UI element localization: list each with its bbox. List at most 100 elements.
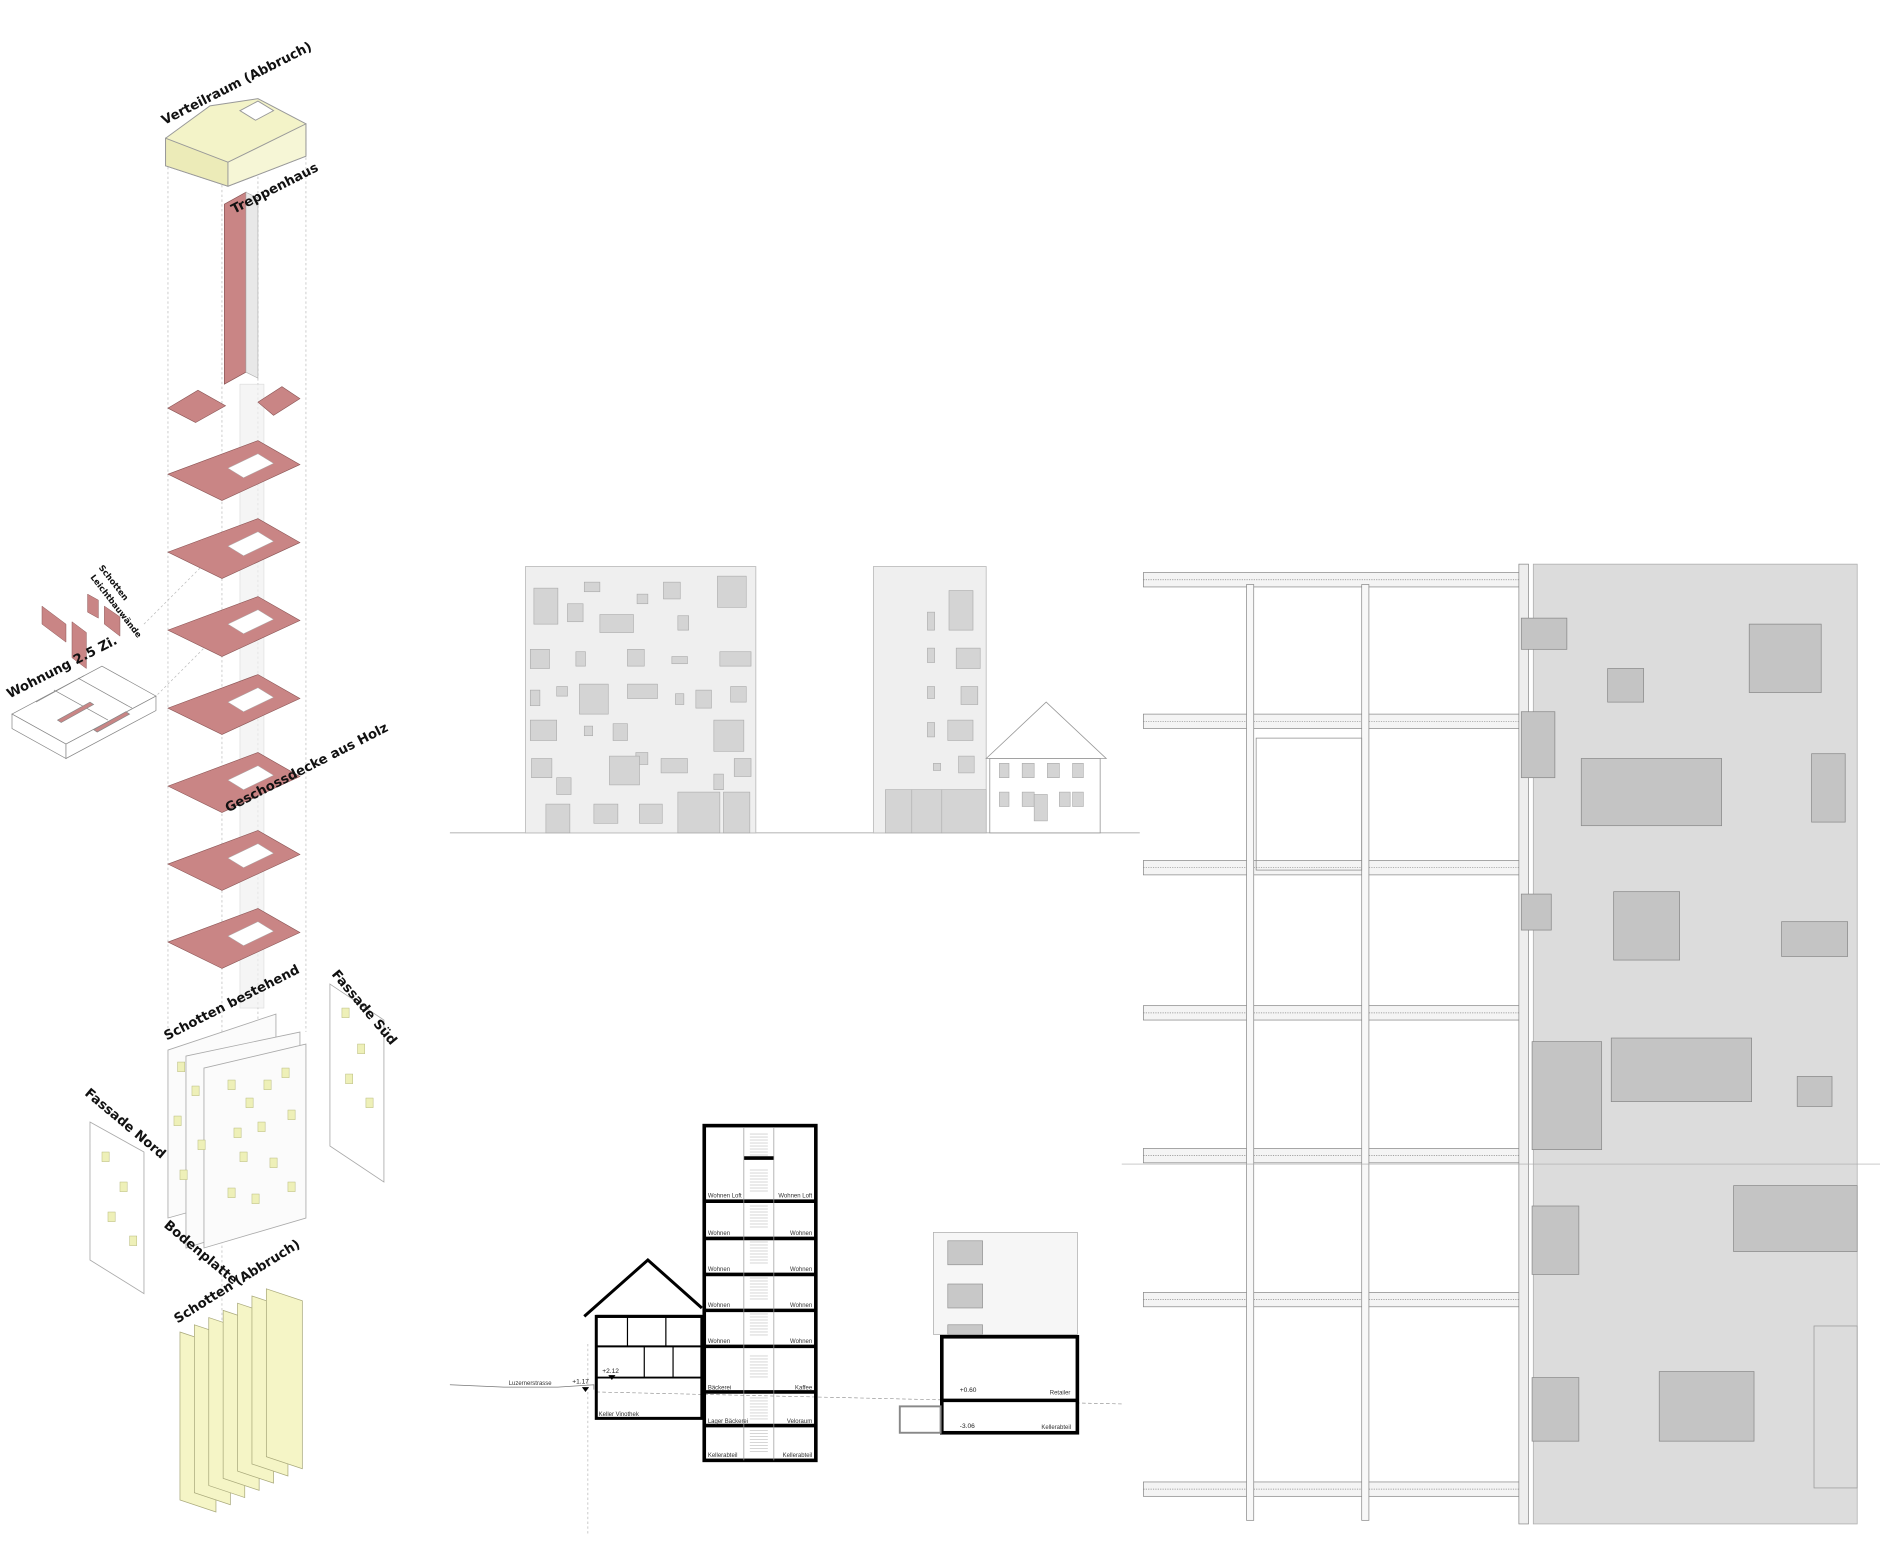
elevation-window [529, 649, 550, 669]
elevation-window [545, 803, 571, 834]
schotten-panel [265, 1288, 303, 1470]
elevation-window [556, 686, 568, 697]
elevation-window [713, 773, 724, 790]
section-neighbour: +0.60 Retailer -3.06 Kellerabteil [898, 1232, 1080, 1435]
elevation-window [531, 758, 553, 779]
facade-window [227, 1079, 236, 1090]
elevation-window [1059, 791, 1071, 807]
facade-window [245, 1097, 254, 1108]
elevation-window [567, 603, 584, 623]
room-label: Wohnen [708, 1339, 730, 1345]
level-house: +2.12 [602, 1368, 619, 1375]
elevation-window [695, 689, 712, 709]
elevation-window [719, 651, 752, 667]
slab-opening [227, 609, 275, 635]
facade-window [227, 1187, 236, 1198]
elevation-window [955, 647, 981, 669]
room-kellerabteil-neighbour: Kellerabteil [1041, 1425, 1071, 1431]
room-keller-vinothek: Keller Vinothek [599, 1412, 639, 1418]
room-label: Kellerabteil [783, 1453, 813, 1459]
room-label: Veloraum [787, 1419, 812, 1425]
facade-window [1658, 1371, 1755, 1442]
schotten-abbruch-panels [179, 1288, 303, 1513]
floor-slab [167, 389, 227, 423]
room-retailer: Retailer [1050, 1390, 1071, 1396]
floor-slabs [167, 386, 301, 969]
elevation-window [885, 789, 913, 834]
elevation-window [677, 791, 721, 834]
facade-window [1811, 753, 1846, 823]
room-label: Wohnen [790, 1339, 812, 1345]
facade-window [179, 1169, 188, 1180]
elevation-window [583, 725, 593, 737]
elevation-window [713, 719, 745, 752]
facade-window [1748, 623, 1822, 693]
level-neighbour-cellar: -3.06 [960, 1423, 975, 1430]
facade-window [1520, 617, 1568, 650]
entrance-door [1813, 1325, 1858, 1489]
facade-window [233, 1127, 242, 1138]
facade-window [1607, 668, 1645, 703]
elevation-window [1021, 763, 1035, 779]
elevation-window [999, 791, 1010, 807]
facade-window [177, 1061, 186, 1072]
slab-opening [227, 531, 275, 557]
room-label: Wohnen Loft [778, 1194, 812, 1200]
elevation-window [675, 693, 685, 705]
room-label: Wohnen [790, 1303, 812, 1309]
elevation-window [723, 791, 751, 834]
elevation-window [663, 581, 681, 600]
facade-window [1796, 1076, 1833, 1107]
verteilraum-volume [165, 98, 307, 187]
fassade-nord [89, 1121, 145, 1295]
elevation-window [579, 683, 609, 715]
facade-window [129, 1235, 138, 1246]
elevation-window [599, 614, 634, 633]
tower-outline [702, 1123, 818, 1463]
facade-window [1531, 1205, 1580, 1275]
elevation-window [609, 755, 640, 786]
elevation-window [927, 722, 935, 738]
facade-window [345, 1073, 353, 1084]
elevation-window [947, 719, 974, 741]
facade-window [119, 1181, 128, 1192]
schotten-leichtbauwaende [41, 593, 121, 670]
section-old-house [583, 1257, 704, 1420]
room-label: Bäckerei [708, 1386, 731, 1392]
elevation-window [730, 686, 747, 703]
room-label: Wohnen [708, 1267, 730, 1273]
facade-detail-section [1121, 563, 1880, 1525]
elevation-window [671, 656, 688, 665]
elevation-window [533, 587, 559, 625]
elevation-window [529, 689, 541, 707]
elevation-window [639, 803, 663, 824]
facade-window [357, 1043, 365, 1054]
exploded-axonometry: Verteilraum (Abbruch) Treppenhaus Gescho… [5, 40, 399, 1513]
facade-window [1580, 758, 1722, 827]
elevation-window [1047, 763, 1060, 779]
facade-window [1733, 1185, 1858, 1252]
timber-column [1361, 584, 1370, 1521]
elevation-window [583, 581, 601, 593]
elevation-window [1072, 791, 1084, 807]
elevation-window [593, 803, 619, 824]
facade-window [1531, 1377, 1580, 1442]
elevation-window [636, 593, 649, 605]
facade-window [263, 1079, 272, 1090]
facade-layer [1518, 563, 1529, 1525]
level-neighbour-ground: +0.60 [960, 1387, 977, 1394]
elevation-window [575, 651, 586, 667]
elevation-window [999, 763, 1010, 779]
elevation-window [933, 763, 941, 771]
elevation-window [1033, 794, 1048, 822]
elevation-window [911, 789, 943, 834]
room-label: Wohnen [790, 1231, 812, 1237]
street-name: Luzernerstrasse [509, 1381, 553, 1387]
room-label: Lager Bäckerei [708, 1419, 748, 1425]
room-label: Kaffee [795, 1386, 813, 1392]
elevation-window [677, 615, 689, 631]
facade-window [173, 1115, 182, 1126]
facade-window [287, 1181, 296, 1192]
